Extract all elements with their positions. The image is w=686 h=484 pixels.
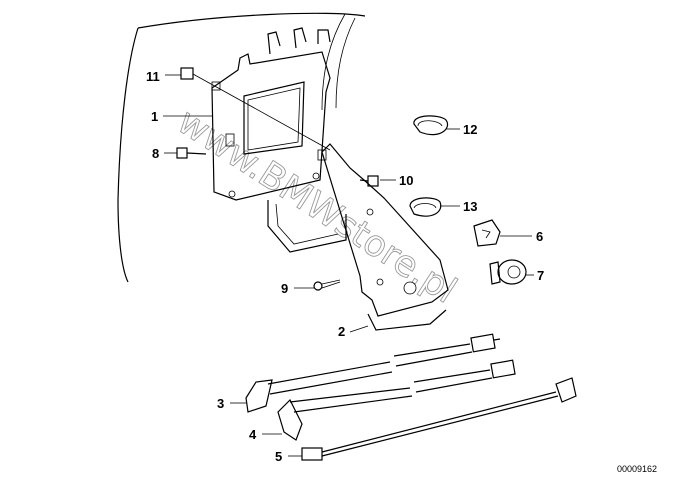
part-12-cable-strap bbox=[413, 115, 449, 136]
part-4-cable-assembly bbox=[277, 359, 516, 441]
callout-11: 11 bbox=[146, 69, 160, 84]
part-7-grommet bbox=[489, 259, 527, 285]
vehicle-body-panel bbox=[117, 12, 366, 283]
callout-9: 9 bbox=[281, 281, 288, 296]
part-10-screw bbox=[359, 175, 379, 187]
callout-6: 6 bbox=[536, 229, 543, 244]
callout-12: 12 bbox=[463, 122, 477, 137]
callout-7: 7 bbox=[537, 268, 544, 283]
part-11-nut bbox=[180, 67, 331, 151]
part-5-cable bbox=[301, 377, 577, 461]
callout-4: 4 bbox=[249, 427, 257, 442]
watermark: www.BMWstore.pl bbox=[170, 101, 464, 312]
reference-code: 00009162 bbox=[617, 464, 657, 474]
callout-5: 5 bbox=[275, 449, 282, 464]
part-9-tapping-screw bbox=[313, 279, 341, 291]
callout-13: 13 bbox=[463, 199, 477, 214]
callout-labels: 11 1 8 10 12 13 6 7 9 2 3 4 5 bbox=[146, 69, 544, 464]
callout-8: 8 bbox=[152, 146, 159, 161]
callout-10: 10 bbox=[399, 173, 413, 188]
callout-3: 3 bbox=[217, 396, 224, 411]
part-13-cable-strap bbox=[409, 197, 442, 217]
part-6-holder bbox=[473, 219, 501, 247]
callout-1: 1 bbox=[151, 109, 158, 124]
part-2-support-bracket bbox=[321, 143, 449, 331]
callout-2: 2 bbox=[338, 324, 345, 339]
leader-lines bbox=[163, 74, 534, 457]
watermark-text: www.BMWstore.pl bbox=[170, 101, 463, 311]
part-3-cable-assembly bbox=[245, 333, 501, 413]
